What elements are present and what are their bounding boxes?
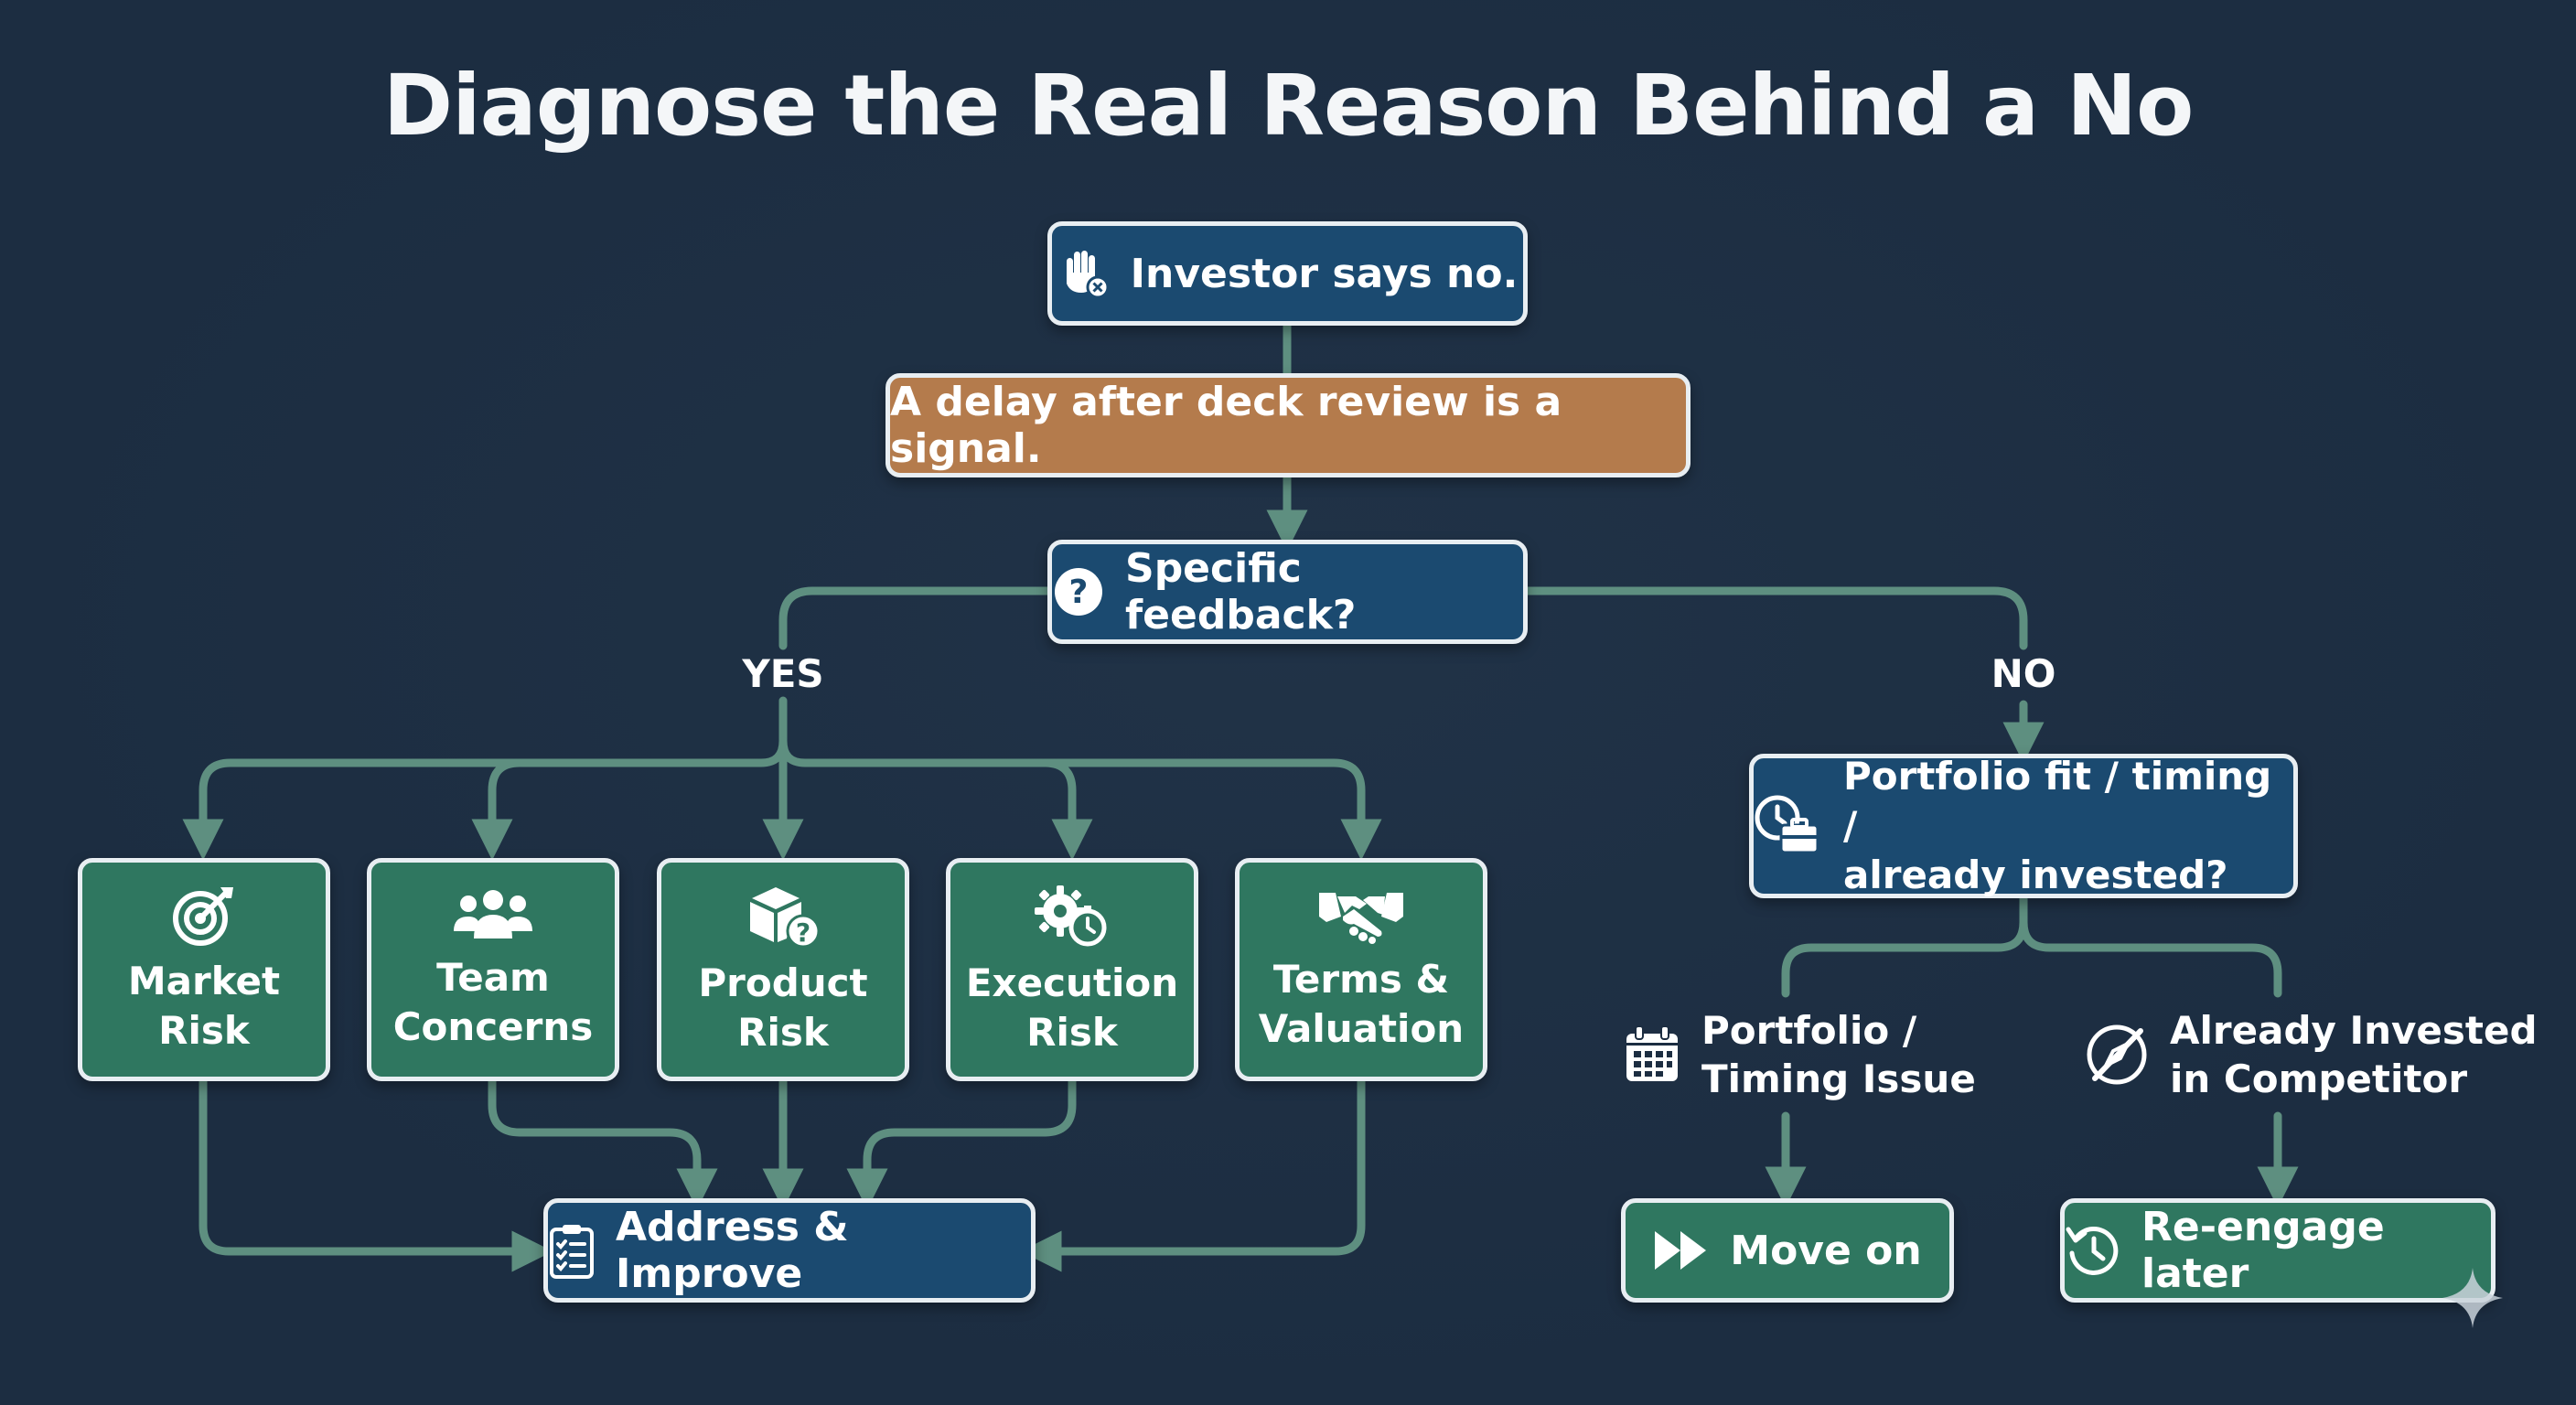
yes-label: YES: [742, 651, 824, 696]
connector-market-address: [199, 1077, 553, 1272]
no-label: NO: [1991, 651, 2056, 696]
connector-question-yes: [778, 586, 1055, 650]
outcome-portfolio-line2: Timing Issue: [1701, 1056, 1976, 1101]
category-terms-valuation: Terms & Valuation: [1235, 858, 1487, 1081]
page-title: Diagnose the Real Reason Behind a No: [382, 57, 2195, 155]
box-question-icon: ?: [745, 882, 821, 949]
address-improve-label: Address & Improve: [616, 1204, 849, 1297]
category-terms-valuation-line2: Valuation: [1258, 1006, 1465, 1051]
signal-node: A delay after deck review is a signal.: [886, 373, 1690, 477]
blocked-compass-icon: [2084, 1022, 2150, 1088]
feedback-question-label: Specific feedback?: [1125, 545, 1357, 638]
category-market-risk-line2: Risk: [158, 1008, 250, 1053]
clock-briefcase-icon: [1754, 794, 1821, 858]
category-product-risk-line2: Risk: [737, 1010, 829, 1055]
category-execution-risk-line1: Execution: [965, 960, 1179, 1005]
question-icon: ?: [1052, 565, 1105, 618]
connector-question-outcomes: [1781, 894, 2028, 998]
outcome-competitor-line2: in Competitor: [2170, 1056, 2468, 1101]
category-product-risk: ? Product Risk: [657, 858, 909, 1081]
fast-forward-icon: [1653, 1229, 1710, 1271]
category-team-concerns-line1: Team: [436, 955, 550, 1000]
feedback-question-node: ? Specific feedback?: [1047, 540, 1528, 644]
outcome-competitor-line1: Already Invested: [2170, 1008, 2538, 1053]
outcome-already-invested: Already Invested in Competitor: [2084, 1006, 2538, 1103]
sparkle-icon: [2441, 1266, 2505, 1334]
portfolio-question-node: Portfolio fit / timing / already investe…: [1749, 754, 2298, 898]
target-icon: [169, 884, 239, 948]
category-terms-valuation-line1: Terms &: [1272, 957, 1450, 1002]
category-execution-risk: Execution Risk: [946, 858, 1198, 1081]
clipboard-checklist-icon: [548, 1222, 596, 1279]
people-icon: [452, 887, 534, 944]
move-on-node: Move on: [1621, 1198, 1954, 1303]
connector-execution-address: [846, 1077, 1077, 1210]
gear-timer-icon: [1033, 882, 1111, 949]
outcome-portfolio-line1: Portfolio /: [1701, 1008, 1917, 1053]
start-node: Investor says no.: [1047, 221, 1528, 326]
outcome-portfolio-timing: Portfolio / Timing Issue: [1623, 1006, 1976, 1103]
handshake-icon: [1317, 885, 1405, 946]
reengage-later-label: Re-engage later: [2141, 1204, 2385, 1297]
svg-text:?: ?: [796, 917, 810, 948]
connector-team-address: [488, 1077, 718, 1210]
signal-node-label: A delay after deck review is a signal.: [890, 379, 1562, 472]
history-clock-icon: [2065, 1222, 2121, 1279]
category-market-risk: Market Risk: [78, 858, 330, 1081]
move-on-label: Move on: [1730, 1227, 1922, 1274]
portfolio-question-line1: Portfolio fit / timing /: [1843, 754, 2272, 848]
connector-terms-address: [1020, 1077, 1366, 1272]
reengage-later-node: Re-engage later: [2060, 1198, 2496, 1303]
calendar-icon: [1623, 1024, 1681, 1085]
start-node-label: Investor says no.: [1130, 250, 1519, 297]
svg-text:?: ?: [1069, 574, 1089, 611]
category-team-concerns: Team Concerns: [367, 858, 619, 1081]
category-execution-risk-line2: Risk: [1026, 1010, 1118, 1055]
connector-question-no: [1521, 586, 2028, 650]
portfolio-question-line2: already invested?: [1843, 853, 2228, 897]
category-product-risk-line1: Product: [698, 960, 868, 1005]
category-team-concerns-line2: Concerns: [392, 1004, 594, 1049]
hand-stop-icon: [1057, 247, 1111, 300]
address-improve-node: Address & Improve: [543, 1198, 1036, 1303]
category-market-risk-line1: Market: [127, 959, 281, 1003]
